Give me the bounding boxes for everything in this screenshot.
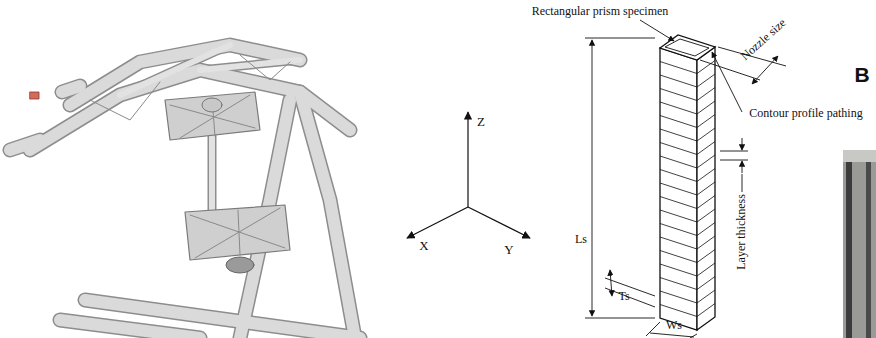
axis-triad	[407, 112, 530, 238]
layer-line	[660, 304, 715, 317]
layer-line	[660, 263, 715, 276]
dimension-symbol: Ls	[574, 233, 588, 247]
layer-line	[660, 88, 715, 101]
layer-line	[660, 115, 715, 128]
dimension-label: Nozzle size	[739, 16, 790, 63]
axis-label: Z	[477, 115, 485, 130]
dimension-symbol: Ts	[618, 290, 629, 304]
layer-line	[660, 182, 715, 195]
layer-line	[660, 196, 715, 209]
layer-line	[660, 277, 715, 290]
layer-line	[660, 74, 715, 87]
callout-label: Contour profile pathing	[749, 107, 862, 121]
axis-label: Y	[504, 243, 513, 258]
layer-line	[660, 142, 715, 155]
axis-label: X	[419, 239, 428, 254]
layer-line	[660, 223, 715, 236]
layer-line	[660, 290, 715, 303]
layer-line	[660, 128, 715, 141]
photo-fragment	[843, 150, 876, 338]
layer-line	[660, 209, 715, 222]
dimension-lines	[585, 20, 786, 338]
prism-specimen	[660, 35, 715, 330]
layer-line	[660, 101, 715, 114]
layer-line	[660, 250, 715, 263]
layer-line	[660, 236, 715, 249]
layer-line	[660, 155, 715, 168]
dimension-label: Layer thickness	[735, 194, 749, 270]
panel-letter: B	[854, 63, 869, 87]
callout-label: Rectangular prism specimen	[532, 5, 669, 19]
dimension-symbol: Ws	[666, 319, 682, 333]
layer-line	[660, 169, 715, 182]
layer-lines	[660, 61, 715, 317]
